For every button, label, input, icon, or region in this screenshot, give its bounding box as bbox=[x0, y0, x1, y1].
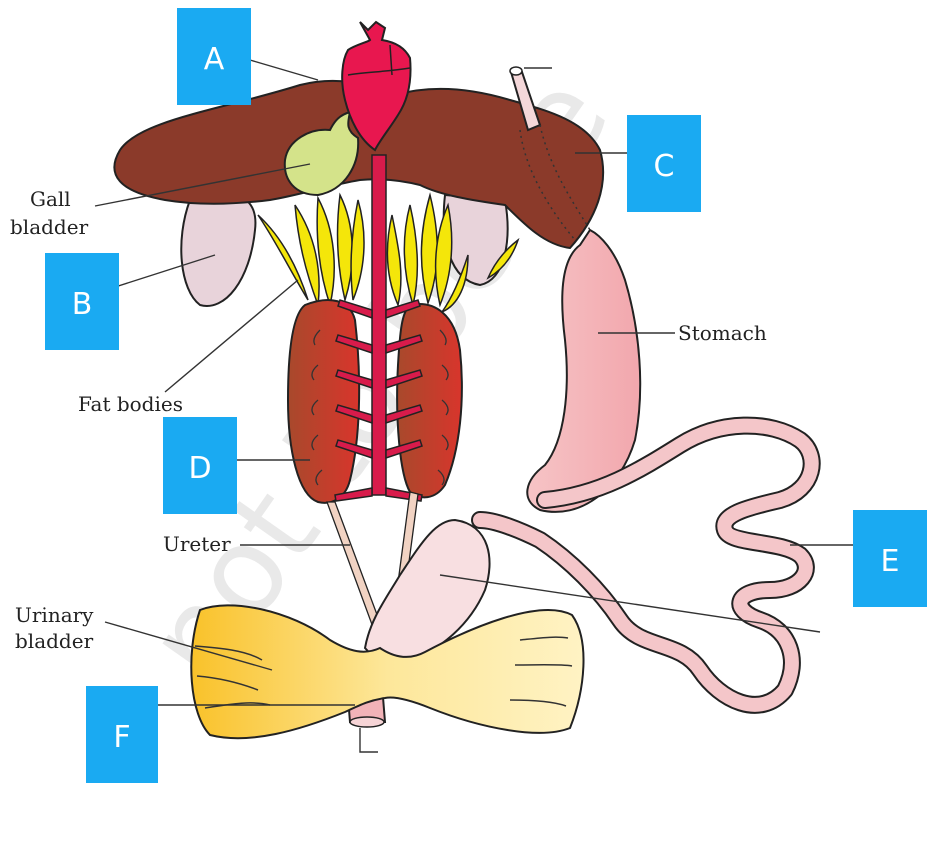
box-d: D bbox=[163, 417, 237, 514]
box-c: C bbox=[627, 115, 701, 212]
oesophagus-opening bbox=[509, 66, 523, 76]
left-lung bbox=[180, 193, 257, 307]
intestine-fill bbox=[473, 418, 819, 712]
cloaca-opening bbox=[349, 716, 385, 728]
box-f: F bbox=[86, 686, 158, 783]
box-a-text: A bbox=[204, 42, 225, 77]
gall-bladder bbox=[283, 110, 360, 197]
box-e: E bbox=[853, 510, 927, 607]
box-b-text: B bbox=[72, 287, 93, 322]
box-a: A bbox=[177, 8, 251, 105]
right-kidney bbox=[396, 303, 463, 499]
fat-bodies bbox=[257, 192, 520, 314]
box-e-text: E bbox=[881, 544, 900, 579]
heart-divider bbox=[347, 44, 411, 76]
box-c-text: C bbox=[654, 149, 675, 184]
kidney-veins bbox=[311, 329, 449, 486]
oesophagus-dotted bbox=[519, 124, 591, 241]
label-gall-bladder-line2: bladder bbox=[10, 215, 89, 239]
box-b: B bbox=[45, 253, 119, 350]
cloacal-aperture-line bbox=[359, 728, 378, 753]
post-caval-vein bbox=[334, 154, 423, 502]
box-d-text: D bbox=[188, 451, 211, 486]
left-kidney bbox=[286, 299, 361, 504]
stomach bbox=[526, 228, 642, 513]
label-ureter: Ureter bbox=[163, 532, 231, 556]
label-urinary-bladder-line1: Urinary bbox=[15, 603, 94, 627]
heart bbox=[341, 20, 412, 152]
leader-lines bbox=[94, 59, 855, 706]
label-gall-bladder-line1: Gall bbox=[30, 187, 71, 211]
box-f-text: F bbox=[113, 720, 130, 755]
label-stomach: Stomach bbox=[678, 321, 767, 345]
label-urinary-bladder-line2: bladder bbox=[15, 629, 94, 653]
bladder-lobe-lines bbox=[194, 636, 573, 709]
label-fat-bodies: Fat bodies bbox=[78, 392, 183, 416]
